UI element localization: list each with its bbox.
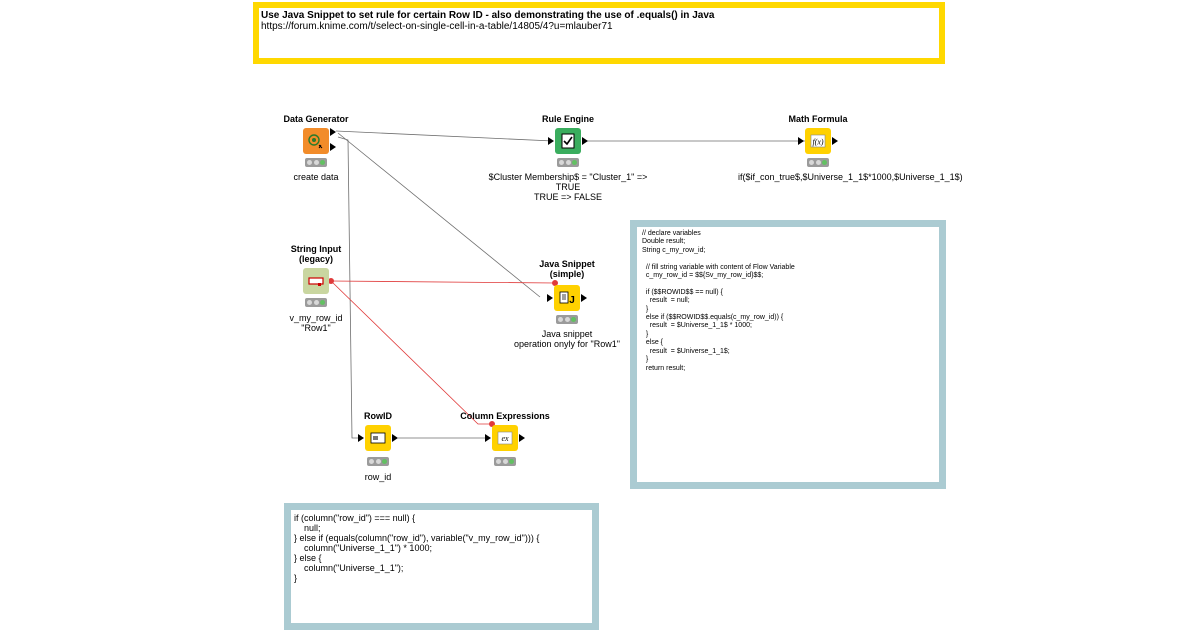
java-snippet-icon[interactable]: J — [554, 285, 580, 311]
node-title: Java Snippet (simple) — [539, 259, 595, 279]
wire-datagen-rowid[interactable] — [337, 136, 360, 439]
input-port[interactable] — [798, 137, 804, 145]
status-indicator — [305, 298, 327, 307]
rowid-icon[interactable] — [365, 425, 391, 451]
input-port[interactable] — [548, 137, 554, 145]
wire-datagen-javasnippet[interactable] — [337, 132, 541, 298]
status-indicator — [807, 158, 829, 167]
status-indicator — [556, 315, 578, 324]
column-expression-annotation: if (column("row_id") === null) { null; }… — [284, 503, 599, 630]
varwire-stringinput-javasnippet[interactable] — [330, 280, 556, 284]
status-indicator — [367, 457, 389, 466]
node-label: v_my_row_id "Row1" — [289, 313, 343, 333]
node-label: if($if_con_true$,$Universe_1_1$*1000,$Un… — [738, 172, 963, 182]
node-title: Column Expressions — [460, 411, 550, 421]
node-title: Math Formula — [788, 114, 848, 124]
status-indicator — [494, 457, 516, 466]
output-port[interactable] — [330, 128, 336, 136]
output-port[interactable] — [392, 434, 398, 442]
node-title: String Input (legacy) — [290, 244, 342, 264]
fx-icon[interactable]: f(x) — [805, 128, 831, 154]
node-label: row_id — [364, 472, 392, 482]
output-port[interactable] — [581, 294, 587, 302]
status-indicator — [557, 158, 579, 167]
variable-port-out[interactable] — [328, 278, 334, 284]
node-label: $Cluster Membership$ = "Cluster_1" => TR… — [488, 172, 648, 202]
input-port[interactable] — [547, 294, 553, 302]
gear-generator-icon[interactable] — [303, 128, 329, 154]
java-code-text: // declare variables Double result; Stri… — [642, 230, 795, 372]
node-title: Data Generator — [283, 114, 349, 124]
svg-text:J: J — [569, 295, 575, 306]
variable-port-in-javasnippet[interactable] — [552, 280, 558, 286]
input-port[interactable] — [485, 434, 491, 442]
output-port[interactable] — [330, 143, 336, 151]
column-expression-code-text: if (column("row_id") === null) { null; }… — [294, 513, 540, 583]
node-title: RowID — [364, 411, 392, 421]
column-expression-icon[interactable]: ex — [492, 425, 518, 451]
output-port[interactable] — [582, 137, 588, 145]
string-input-icon[interactable] — [303, 268, 329, 294]
annotation-title: Use Java Snippet to set rule for certain… — [261, 10, 715, 21]
node-label: Java snippet operation onyly for "Row1" — [514, 329, 620, 349]
node-label: create data — [293, 172, 339, 182]
output-port[interactable] — [832, 137, 838, 145]
rule-check-icon[interactable] — [555, 128, 581, 154]
java-code-annotation: // declare variables Double result; Stri… — [630, 220, 946, 489]
annotation-url: https://forum.knime.com/t/select-on-sing… — [261, 21, 613, 32]
output-port[interactable] — [519, 434, 525, 442]
node-title: Rule Engine — [541, 114, 594, 124]
input-port[interactable] — [358, 434, 364, 442]
varwire-stringinput-columnexpr[interactable] — [330, 280, 492, 425]
svg-text:ex: ex — [501, 434, 509, 443]
wire-datagen-ruleengine[interactable] — [335, 130, 554, 142]
top-annotation: Use Java Snippet to set rule for certain… — [253, 2, 945, 64]
svg-text:f(x): f(x) — [812, 138, 823, 147]
status-indicator — [305, 158, 327, 167]
